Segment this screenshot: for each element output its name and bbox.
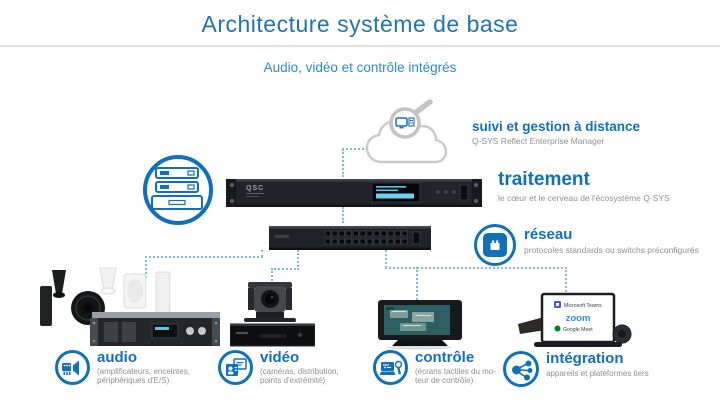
control-sublabel-line1: (écrans tactiles du mo- [415, 366, 496, 376]
control-circle-icon [373, 350, 408, 385]
connector-switch-to-audio-v1 [261, 250, 263, 257]
audio-sublabel-line2: périphériques d'E/S) [97, 376, 170, 386]
audio-category: audio (amplificateurs, enceintes, périph… [55, 350, 215, 386]
zoom-text: zoom [566, 313, 591, 324]
remote-management-sublabel: Q-SYS Reflect Enterprise Manager [472, 136, 605, 147]
network-circle-icon [474, 224, 516, 266]
video-sublabel-line1: (caméras, distribution, [260, 366, 339, 376]
page-title: Architecture système de base [201, 11, 519, 37]
teams-text: Microsoft Teams [564, 303, 602, 309]
switch-ports [324, 230, 408, 245]
connected-nodes-icon [511, 360, 532, 380]
video-label: vidéo [260, 349, 300, 366]
monitor-stand-glyph [399, 127, 404, 129]
remote-management-label: suivi et gestion à distance [472, 119, 641, 134]
connector-switch-to-video-v2 [271, 268, 273, 284]
ethernet-icon [483, 233, 507, 257]
core-brand-text: QSC [246, 185, 264, 192]
audio-label: audio [97, 349, 137, 366]
integration-label: intégration [546, 350, 624, 367]
remote-management-cloud [365, 99, 448, 164]
control-label: contrôle [415, 349, 475, 366]
touch-control-icon [379, 360, 402, 375]
network-label: réseau [524, 226, 573, 243]
audio-sublabel-line1: (amplificateurs, enceintes, [97, 366, 190, 376]
integration-category: intégration appareils et plateformes tie… [503, 351, 693, 387]
connector-switch-to-video-h [271, 268, 299, 270]
control-sublabel-line2: teur de contrôle) [415, 376, 474, 386]
control-category: contrôle (écrans tactiles du mo- teur de… [373, 350, 503, 386]
network-label-block: réseau protocoles standards ou switchs p… [524, 227, 699, 255]
integration-circle-icon [503, 351, 539, 387]
server-line [410, 122, 413, 124]
connector-drop-to-control [416, 267, 418, 304]
page-subtitle: Audio, vidéo et contrôle intégrés [263, 60, 457, 75]
connector-switch-to-audio-h [145, 256, 263, 258]
server-line [410, 120, 413, 121]
amplifier-speaker-icon [61, 360, 79, 375]
server-glyph [408, 117, 415, 127]
audio-devices-image [40, 267, 220, 346]
connector-right-branch-h [385, 267, 567, 269]
connector-switch-to-right-v [385, 250, 387, 268]
rack-units-glyph [151, 167, 203, 210]
connector-drop-to-integration [565, 267, 567, 299]
core-processor-device: QSC [226, 179, 482, 207]
rack-circle-icon [143, 155, 213, 225]
connector-core-to-cloud-h [342, 148, 372, 150]
audio-circle-icon [55, 350, 90, 385]
remote-management-label-block: suivi et gestion à distance Q-SYS Reflec… [472, 119, 641, 147]
video-endpoint-device [230, 323, 315, 347]
integration-devices-image: Microsoft Teams zoom Google Meet [518, 292, 632, 347]
amplifier-device [90, 312, 220, 346]
connector-core-to-switch [342, 207, 344, 223]
connector-core-to-cloud-v [342, 149, 344, 177]
video-circle-icon [218, 350, 253, 385]
touchscreen-device-image [378, 300, 462, 350]
connector-switch-to-audio-v2 [145, 256, 147, 278]
video-sublabel-line2: points d'extrémité) [260, 376, 326, 386]
processing-label-block: traitement le cœur et le cerveau de l'éc… [498, 170, 670, 203]
header-divider [0, 45, 720, 47]
video-screens-icon [225, 357, 247, 376]
processing-sublabel: le cœur et le cerveau de l'écosystème Q-… [498, 192, 670, 203]
integration-sublabel: appareils et plateformes tiers [546, 368, 649, 378]
laptop-base [534, 342, 622, 347]
video-category: vidéo (caméras, distribution, points d'e… [218, 350, 368, 386]
video-devices-image [230, 282, 315, 347]
processing-label: traitement [498, 169, 590, 190]
network-sublabel: protocoles standards ou switchs préconfi… [524, 244, 699, 255]
connector-switch-to-video-v1 [297, 250, 299, 270]
magnifier-handle [412, 99, 433, 116]
meet-logo-icon [554, 325, 561, 332]
monitor-glyph [395, 117, 408, 127]
network-switch-device [269, 226, 431, 250]
meet-text: Google Meet [563, 327, 593, 333]
